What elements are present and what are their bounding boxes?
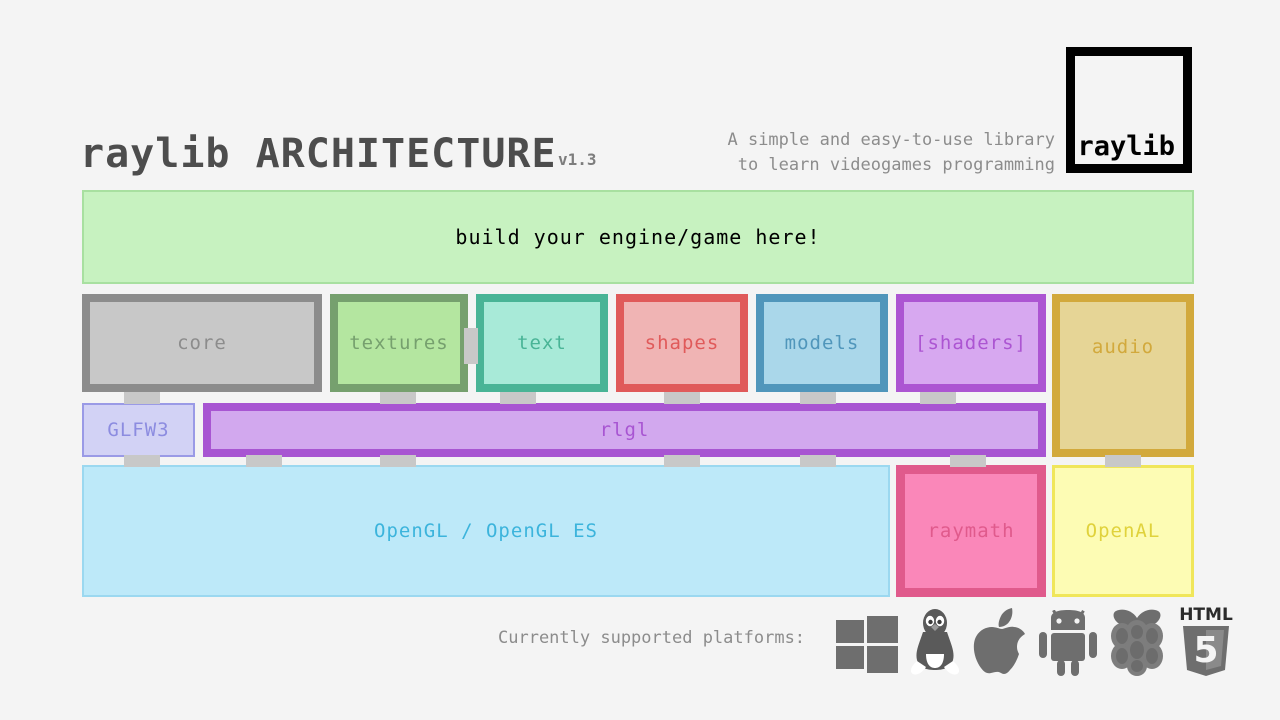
connector-tab	[124, 455, 160, 467]
connector-tab	[800, 455, 836, 467]
module-shaders[interactable]: [shaders]	[896, 294, 1046, 392]
layer-label: raymath	[927, 520, 1015, 542]
raylib-logo-text: raylib	[1077, 131, 1175, 162]
tagline-line-1: A simple and easy-to-use library	[727, 130, 1055, 150]
module-audio[interactable]: audio	[1052, 294, 1194, 457]
connector-tab	[664, 455, 700, 467]
module-label: [shaders]	[915, 332, 1027, 354]
connector-tab	[920, 392, 956, 404]
layer-label: GLFW3	[107, 419, 170, 441]
layer-openal[interactable]: OpenAL	[1052, 465, 1194, 597]
connector-tab	[800, 392, 836, 404]
linux-tux-icon	[910, 609, 960, 675]
tagline: A simple and easy-to-use library to lear…	[727, 128, 1055, 178]
page-title: raylib ARCHITECTURE	[80, 131, 557, 177]
layer-opengl[interactable]: OpenGL / OpenGL ES	[82, 465, 890, 597]
module-label: audio	[1091, 336, 1155, 358]
android-icon	[1039, 610, 1097, 676]
build-your-game-banner: build your engine/game here!	[82, 190, 1194, 284]
layer-glfw3[interactable]: GLFW3	[82, 403, 195, 457]
connector-tab	[664, 392, 700, 404]
connector-tab	[380, 392, 416, 404]
layer-rlgl[interactable]: rlgl	[203, 403, 1046, 457]
connector-tab	[246, 455, 282, 467]
module-models[interactable]: models	[756, 294, 888, 392]
connector-tab	[464, 328, 478, 364]
windows-icon	[836, 616, 898, 673]
module-shapes[interactable]: shapes	[616, 294, 748, 392]
connector-tab	[380, 455, 416, 467]
version-label: v1.3	[558, 150, 597, 169]
layer-raymath[interactable]: raymath	[896, 465, 1046, 597]
raylib-logo: raylib	[1066, 47, 1192, 173]
module-text[interactable]: text	[476, 294, 608, 392]
module-core[interactable]: core	[82, 294, 322, 392]
module-label: text	[517, 332, 567, 354]
layer-label: OpenGL / OpenGL ES	[374, 520, 598, 542]
connector-tab	[124, 392, 160, 404]
layer-label: rlgl	[599, 419, 650, 441]
html5-wordmark: HTML	[1179, 605, 1233, 625]
connector-tab	[500, 392, 536, 404]
html5-digit: 5	[1193, 630, 1218, 671]
html5-icon: HTML 5	[1179, 605, 1233, 676]
tagline-line-2: to learn videogames programming	[737, 155, 1055, 175]
connector-tab	[950, 455, 986, 467]
raspberry-pi-icon	[1111, 609, 1163, 676]
banner-label: build your engine/game here!	[455, 225, 821, 249]
module-label: shapes	[644, 332, 720, 354]
connector-tab	[1105, 455, 1141, 467]
apple-icon	[973, 608, 1025, 674]
module-label: models	[784, 332, 860, 354]
platform-icon-list: HTML 5	[836, 604, 1235, 676]
module-label: core	[177, 332, 227, 354]
module-textures[interactable]: textures	[330, 294, 468, 392]
platforms-label: Currently supported platforms:	[498, 628, 806, 648]
module-label: textures	[349, 332, 449, 354]
layer-label: OpenAL	[1085, 520, 1161, 542]
